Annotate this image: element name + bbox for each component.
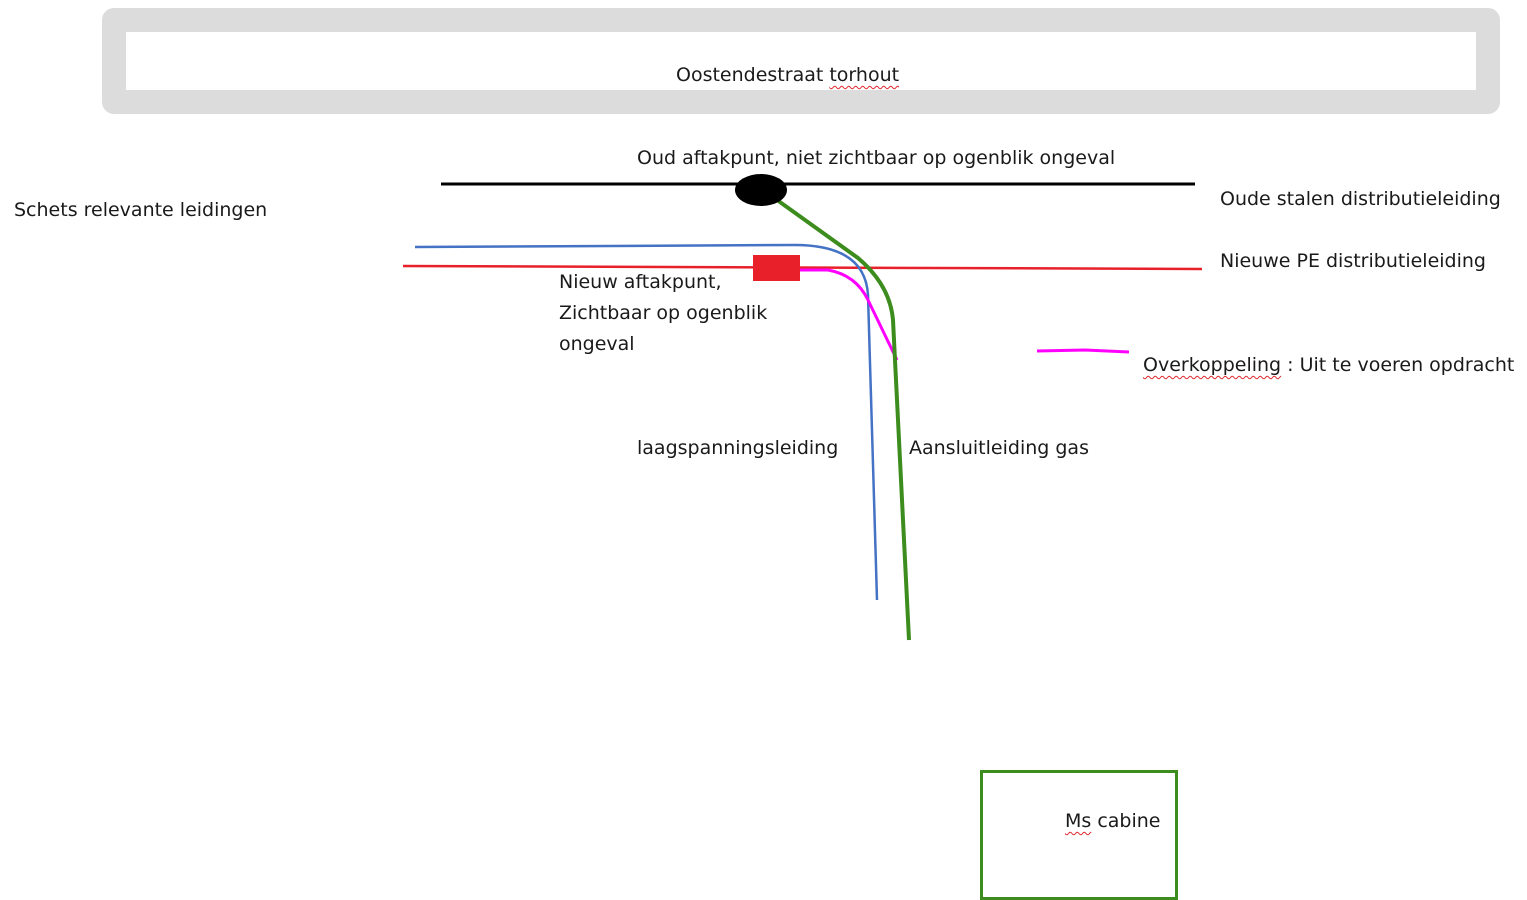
ms-cabin-label: Ms cabine <box>1065 806 1161 837</box>
ms-cabin-label-rest: cabine <box>1091 810 1161 832</box>
new-tap-label-line2: Zichtbaar op ogenblik <box>559 302 768 324</box>
new-tap-label-line3: ongeval <box>559 333 635 355</box>
pe-main-label: Nieuwe PE distributieleiding <box>1220 250 1486 272</box>
low-voltage-label: laagspanningsleiding <box>637 437 839 459</box>
steel-main-label: Oude stalen distributieleiding <box>1220 188 1501 210</box>
street-name: Oostendestraat torhout <box>676 60 899 91</box>
new-tap-label-line1: Nieuw aftakpunt, <box>559 271 722 293</box>
new-tap-marker <box>753 255 800 281</box>
old-tap-label: Oud aftakpunt, niet zichtbaar op ogenbli… <box>637 147 1116 169</box>
transfer-label-rest: : Uit te voeren opdracht <box>1281 354 1515 376</box>
street-name-flagged: torhout <box>829 64 900 86</box>
old-tap-marker <box>735 174 787 206</box>
street-frame <box>102 8 1500 114</box>
transfer-line <box>798 268 899 361</box>
transfer-label: Overkoppeling : Uit te voeren opdracht <box>1143 350 1514 381</box>
sketch-title: Schets relevante leidingen <box>14 199 268 221</box>
gas-service-line <box>750 180 911 641</box>
low-voltage-line <box>414 243 879 601</box>
ms-cabin-label-flagged: Ms <box>1065 810 1092 832</box>
gas-service-label: Aansluitleiding gas <box>909 437 1089 459</box>
pe-main-line <box>402 264 1203 271</box>
transfer-label-flagged: Overkoppeling <box>1143 354 1282 376</box>
street-name-plain: Oostendestraat <box>676 64 830 86</box>
transfer-legend-swatch <box>1036 348 1130 354</box>
